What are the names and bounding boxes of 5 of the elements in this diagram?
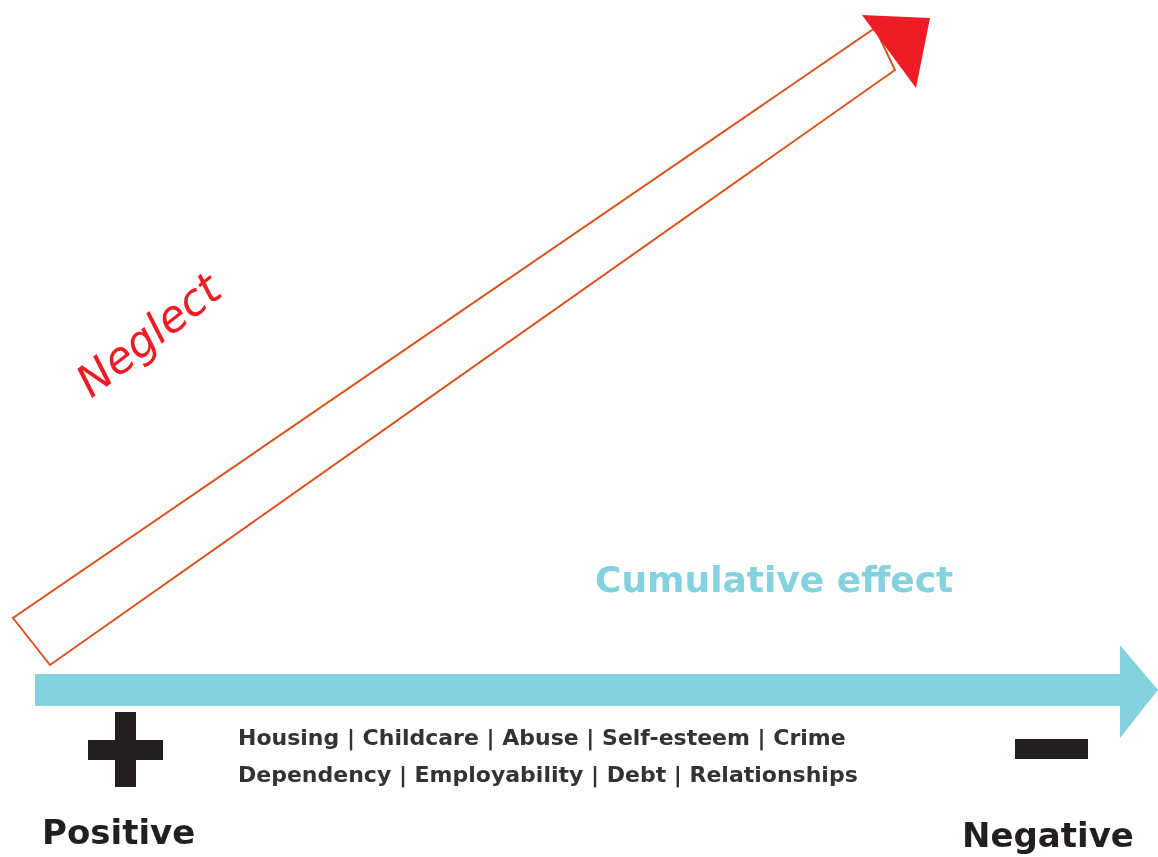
factor-list: Housing | Childcare | Abuse | Self-esteem | Crime [238, 727, 846, 749]
end-label: Positive [42, 815, 196, 849]
axis-label: Cumulative effect [595, 562, 954, 598]
factor-list: Dependency | Employability | Debt | Relationships [238, 764, 858, 786]
end-label: Negative [962, 818, 1134, 852]
